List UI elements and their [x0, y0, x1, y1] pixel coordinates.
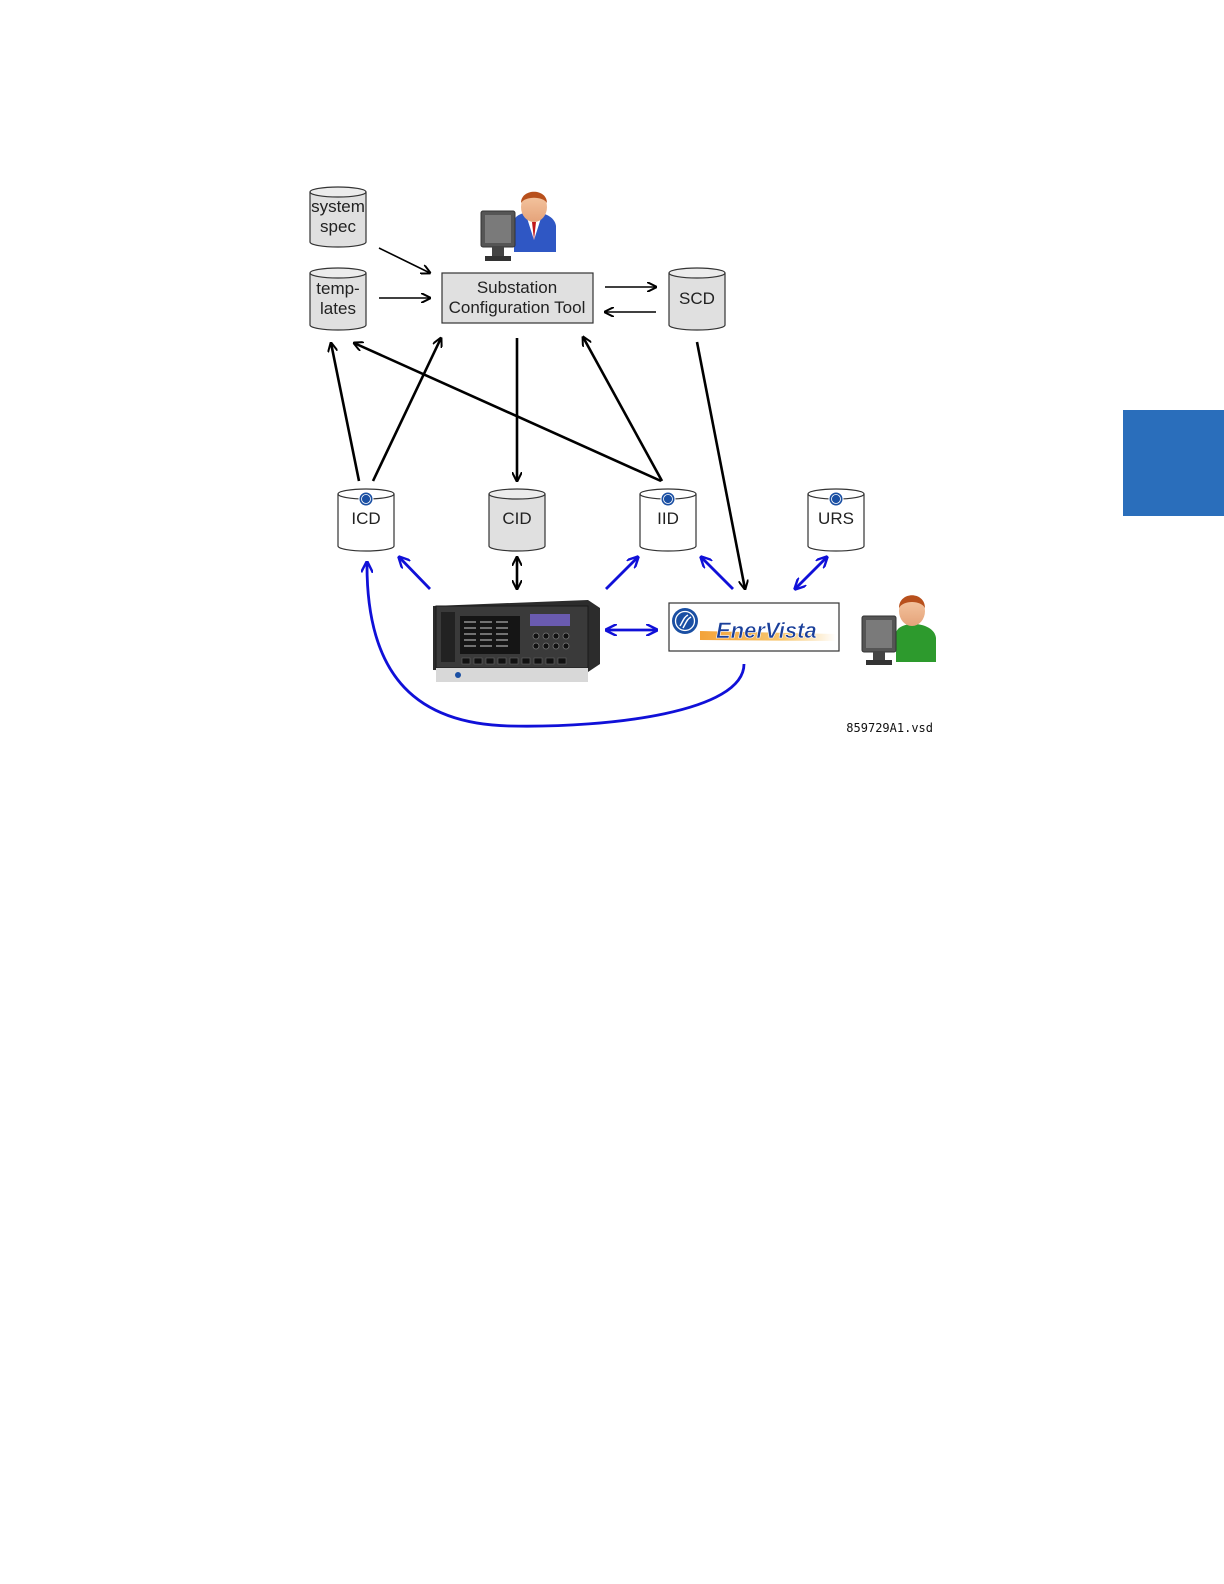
ge-logo-icon [829, 492, 843, 506]
templates-label-2: lates [320, 299, 356, 318]
sct-label-1: Substation [477, 278, 557, 297]
sct-label-2: Configuration Tool [449, 298, 586, 317]
scd-cylinder: SCD [669, 268, 725, 330]
arrow-icd-to-sct [373, 338, 441, 481]
ge-logo-icon [359, 492, 373, 506]
arrow-iid-to-templates [354, 343, 661, 481]
scd-label: SCD [679, 289, 715, 308]
file-reference: 859729A1.vsd [846, 721, 933, 735]
arrow-scd-to-enervista [697, 342, 745, 589]
arrow-relay-to-icd [399, 557, 430, 589]
iid-cylinder: IID [640, 489, 696, 551]
cid-cylinder: CID [489, 489, 545, 551]
arrow-enervista-to-iid [701, 557, 733, 589]
system-spec-cylinder: system spec [310, 187, 366, 247]
icd-label: ICD [351, 509, 380, 528]
urs-label: URS [818, 509, 854, 528]
iid-label: IID [657, 509, 679, 528]
urs-cylinder: URS [808, 489, 864, 551]
enervista-logo-text: EnerVista [716, 618, 817, 643]
icd-cylinder: ICD [338, 489, 394, 551]
templates-cylinder: temp- lates [310, 268, 366, 330]
ge-logo-icon [672, 608, 698, 634]
arrow-iid-to-sct [583, 337, 662, 481]
relay-device-image [433, 600, 600, 682]
black-heavy-arrows [331, 337, 745, 589]
arrow-icd-to-templates [331, 343, 359, 481]
substation-config-tool-box: Substation Configuration Tool [442, 273, 593, 323]
templates-label-1: temp- [316, 279, 359, 298]
system-spec-label-2: spec [320, 217, 356, 236]
engineer-computer-icon [481, 192, 556, 261]
system-spec-label-1: system [311, 197, 365, 216]
arrow-relay-to-iid [606, 557, 638, 589]
chapter-tab-marker [1123, 410, 1224, 516]
user-computer-icon [862, 595, 936, 665]
arrow-spec-to-sct [379, 248, 430, 273]
arrow-enervista-urs-bidirectional [795, 557, 827, 589]
ge-logo-icon [661, 492, 675, 506]
enervista-box: EnerVista [669, 603, 839, 651]
cid-label: CID [502, 509, 531, 528]
